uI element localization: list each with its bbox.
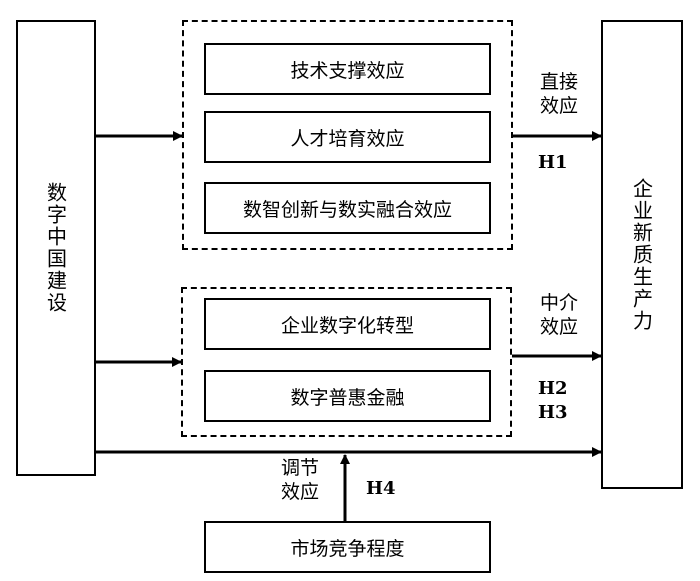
box-talent-cultivation: 人才培育效应 [204,111,491,163]
hypothesis-h1: H1 [538,152,568,173]
box-talent-cultivation-label: 人才培育效应 [290,127,405,150]
label-moderating-line2: 效应 [280,481,319,503]
box-market-competition-label: 市场竞争程度 [290,537,405,560]
label-direct-line1: 直接 [539,71,578,93]
label-mediating-line2: 效应 [539,316,578,338]
box-innovation-integration: 数智创新与数实融合效应 [204,182,491,234]
box-inclusive-finance-label: 数字普惠金融 [290,386,405,409]
group-mediating-effects [181,287,512,437]
label-mediating-effect: 中介 效应 [527,291,591,339]
hypothesis-h3: H3 [538,402,568,423]
box-tech-support: 技术支撑效应 [204,43,491,95]
box-tech-support-label: 技术支撑效应 [290,59,405,82]
box-new-productivity-label: 企业新质生产力 [629,177,654,332]
label-moderating-line1: 调节 [280,457,319,479]
label-mediating-line1: 中介 [539,292,578,314]
group-direct-effects [182,20,513,250]
box-new-productivity: 企业新质生产力 [601,20,683,489]
box-digital-china: 数字中国建设 [16,20,96,476]
box-digital-transformation: 企业数字化转型 [204,298,491,350]
box-digital-transformation-label: 企业数字化转型 [280,314,414,337]
box-market-competition: 市场竞争程度 [204,521,491,573]
label-direct-line2: 效应 [539,95,578,117]
label-moderating-effect: 调节 效应 [268,456,332,504]
hypothesis-h4: H4 [366,478,396,499]
hypothesis-h2: H2 [538,378,568,399]
box-digital-china-label: 数字中国建设 [43,182,68,314]
box-innovation-integration-label: 数智创新与数实融合效应 [242,198,452,221]
box-inclusive-finance: 数字普惠金融 [204,370,491,422]
label-direct-effect: 直接 效应 [527,70,591,118]
